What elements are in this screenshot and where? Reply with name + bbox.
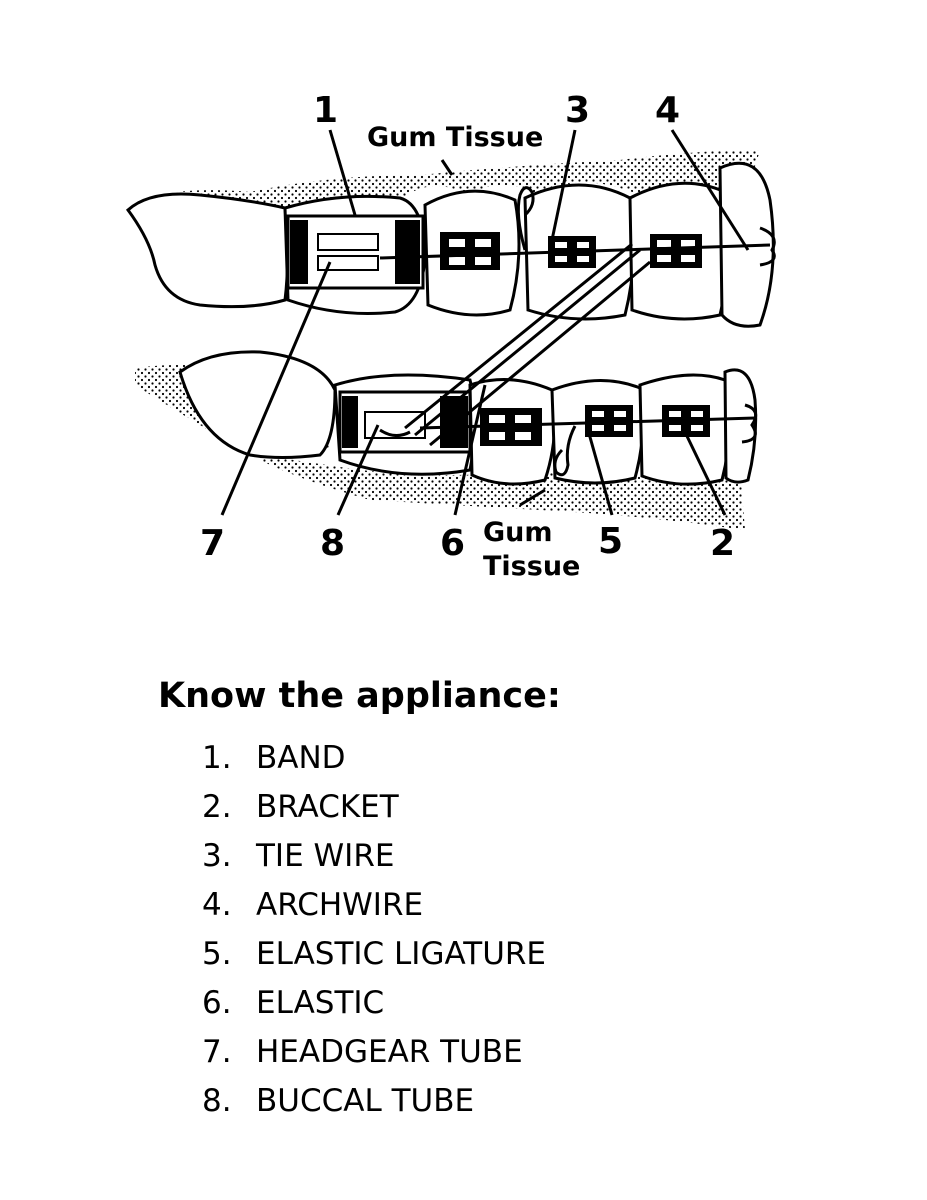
leader-1	[328, 129, 357, 216]
leader-5	[586, 429, 614, 516]
legend-item-label: BUCCAL TUBE	[256, 1083, 475, 1119]
upper-wire-end	[759, 226, 776, 267]
legend-item-number: 2.	[202, 789, 232, 825]
lower-wire-end	[741, 403, 758, 444]
appliance-legend: Know the appliance: 1. BAND 2. BRACKET 3. T…	[158, 668, 778, 1126]
legend-item: 8. BUCCAL TUBE	[158, 1077, 778, 1126]
leader-gum-lower	[519, 488, 546, 507]
legend-item: 4. ARCHWIRE	[158, 881, 778, 930]
callout-6: 6	[440, 523, 465, 564]
leader-7	[220, 261, 332, 516]
legend-item-number: 1.	[202, 740, 232, 776]
buccal-tube-hook	[379, 428, 411, 437]
callout-2: 2	[710, 523, 735, 564]
lower-incisor	[723, 368, 758, 484]
upper-wire-loop	[516, 186, 535, 251]
legend-item-label: BRACKET	[256, 789, 399, 825]
legend-item-label: ELASTIC LIGATURE	[256, 936, 547, 972]
legend-item: 5. ELASTIC LIGATURE	[158, 930, 778, 979]
legend-item-number: 4.	[202, 887, 232, 923]
headgear-tube-shape	[317, 233, 379, 251]
legend-list: 1. BAND 2. BRACKET 3. TIE WIRE 4. ARCHWIRE 5…	[158, 734, 778, 1126]
upper-bracket-1	[440, 232, 500, 270]
band-shade-upper-2	[395, 220, 420, 284]
legend-item-label: TIE WIRE	[256, 838, 395, 874]
leader-2	[683, 431, 727, 516]
callout-1: 1	[313, 90, 338, 131]
legend-item-label: BAND	[256, 740, 346, 776]
legend-item-label: HEADGEAR TUBE	[256, 1034, 523, 1070]
band-shade-upper	[290, 220, 308, 284]
legend-item-number: 8.	[202, 1083, 232, 1119]
legend-item: 2. BRACKET	[158, 783, 778, 832]
legend-item: 1. BAND	[158, 734, 778, 783]
leader-gum-upper	[440, 159, 454, 176]
upper-molar-back	[125, 192, 289, 309]
buccal-tube-upper-shape	[317, 255, 379, 271]
elastic-band-1	[414, 248, 641, 437]
upper-bracket-3	[650, 234, 702, 268]
braces-diagram: 1 3 4 7 8 6 5 2 Gum Tissue Gum Tissue	[125, 90, 776, 582]
elastic-band-3	[404, 242, 633, 430]
leader-6	[453, 384, 487, 516]
legend-item-number: 6.	[202, 985, 232, 1021]
legend-item-label: ARCHWIRE	[256, 887, 424, 923]
gum-tissue-upper-label: Gum Tissue	[367, 122, 543, 153]
legend-title: Know the appliance:	[158, 676, 561, 716]
legend-item: 3. TIE WIRE	[158, 832, 778, 881]
legend-item-number: 7.	[202, 1034, 232, 1070]
legend-item: 7. HEADGEAR TUBE	[158, 1028, 778, 1077]
gum-tissue-lower-label-line2: Tissue	[483, 551, 580, 582]
leader-3	[550, 129, 577, 241]
upper-archwire	[379, 243, 771, 260]
legend-item-number: 5.	[202, 936, 232, 972]
upper-gum-shading	[130, 150, 760, 215]
callout-3: 3	[565, 90, 590, 131]
legend-item-label: ELASTIC	[256, 985, 385, 1021]
leader-8	[336, 424, 380, 516]
legend-item: 6. ELASTIC	[158, 979, 778, 1028]
callout-7: 7	[200, 523, 225, 564]
legend-item-number: 3.	[202, 838, 232, 874]
elastic-band-2	[429, 260, 651, 447]
lower-molar-back	[178, 350, 337, 459]
gum-tissue-lower-label-line1: Gum	[483, 517, 553, 548]
callout-8: 8	[320, 523, 345, 564]
band-shade-lower	[342, 396, 358, 448]
callout-4: 4	[655, 90, 680, 131]
callout-5: 5	[598, 521, 623, 562]
leader-4	[670, 129, 750, 251]
lower-wire-loop	[553, 425, 577, 477]
